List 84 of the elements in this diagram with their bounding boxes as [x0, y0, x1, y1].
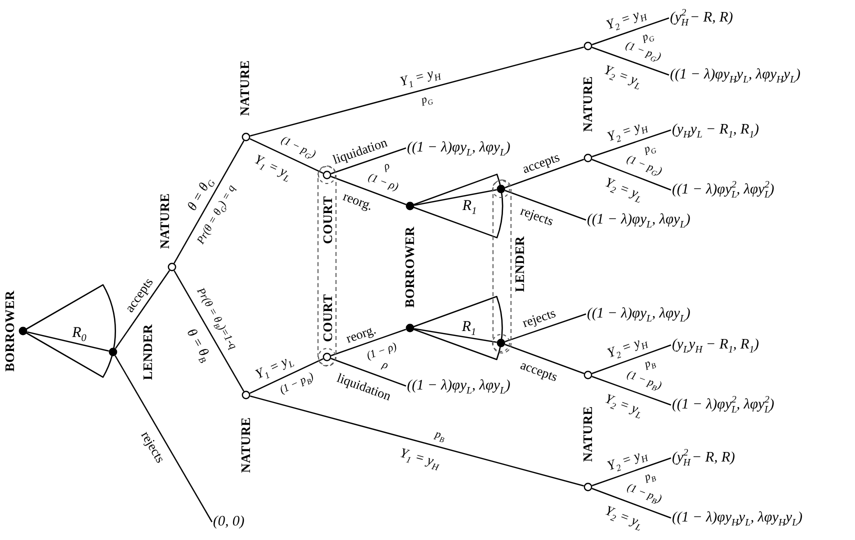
payoff-label: ((1 − λ)φy$_{L}$$^{2}$, λφy$_{L}$$^{2}$) — [672, 182, 774, 198]
branch-line — [504, 344, 584, 374]
edge-label: R$_{1}$ — [462, 199, 477, 215]
edge-label: accepts — [520, 150, 562, 176]
player-label: COURT — [321, 294, 335, 342]
edge-label: rejects — [519, 204, 556, 228]
player-label: NATURE — [238, 60, 252, 116]
probability-label: ρ — [380, 360, 389, 373]
player-label: NATURE — [158, 193, 172, 249]
probability-label: p$_{G}$ — [420, 93, 434, 108]
payoff-label: ((1 − λ)φy$_{L}$, λφy$_{L}$) — [587, 212, 690, 228]
payoff-label: (y$_{H}$$^{2}$ − R, R) — [670, 10, 734, 26]
player-label: LENDER — [513, 236, 527, 292]
payoff-label: (y$_{H}$$^{2}$ − R, R) — [672, 450, 736, 466]
player-label: COURT — [321, 196, 335, 244]
probability-label: (1 − p$_{B}$) — [625, 482, 663, 506]
branch-line — [174, 270, 244, 392]
branch-line — [592, 488, 672, 519]
edge-label: R$_{0}$ — [72, 326, 86, 342]
chance-node — [241, 390, 251, 400]
branch-line — [330, 176, 406, 206]
payoff-label: (y$_{H}$y$_{L}$ − R$_{1}$, R$_{1}$) — [672, 122, 759, 138]
edge-label: accepts — [518, 358, 560, 384]
probability-label: p$_{G}$ — [642, 142, 657, 156]
player-label: BORROWER — [403, 226, 417, 308]
player-label: NATURE — [581, 76, 595, 132]
chance-node — [583, 153, 593, 163]
branch-line — [114, 270, 170, 349]
branch-line — [592, 344, 672, 374]
information-set — [316, 163, 338, 369]
chance-node — [583, 370, 593, 380]
decision-node — [18, 326, 28, 336]
branch-line — [504, 313, 586, 342]
probability-label: (1 − p$_{G}$) — [624, 154, 664, 178]
decision-node — [496, 184, 506, 194]
payoff-label: ((1 − λ)φy$_{L}$, λφy$_{L}$) — [587, 306, 690, 322]
probability-label: (1 − p$_{B}$) — [625, 370, 663, 393]
probability-label: ρ — [382, 160, 392, 174]
branch-line — [250, 138, 324, 174]
payoff-label: ((1 − λ)φy$_{L}$, λφy$_{L}$) — [407, 140, 510, 156]
branch-line — [330, 328, 406, 356]
branch-line — [504, 158, 584, 188]
branch-line — [592, 158, 672, 191]
branch-line — [504, 190, 586, 221]
chance-node — [322, 170, 332, 180]
branch-line — [592, 129, 672, 158]
chance-node — [583, 41, 593, 51]
chance-node — [167, 262, 177, 272]
player-label: LENDER — [141, 324, 155, 380]
branch-line — [330, 358, 406, 387]
probability-label: p$_{B}$ — [643, 470, 656, 484]
payoff-label: ((1 − λ)φy$_{L}$$^{2}$, λφy$_{L}$$^{2}$) — [672, 397, 774, 413]
player-label: NATURE — [239, 417, 253, 473]
branch-line — [414, 189, 497, 206]
branch-line — [330, 147, 406, 174]
edge-label: R$_{1}$ — [462, 320, 476, 336]
probability-label: p$_{G}$ — [641, 30, 656, 44]
player-label: BORROWER — [3, 290, 17, 372]
chance-node — [583, 482, 593, 492]
branch-line — [592, 376, 672, 406]
edge-label: rejects — [520, 306, 558, 330]
payoff-label: ((1 − λ)φy$_{H}$y$_{L}$, λφy$_{H}$y$_{L}$) — [672, 510, 802, 526]
branch-line — [250, 396, 584, 486]
branch-line — [250, 358, 324, 394]
player-label: NATURE — [581, 406, 595, 462]
probability-label: p$_{B}$ — [643, 357, 657, 372]
payoff-label: (y$_{L}$y$_{H}$ − R$_{1}$, R$_{1}$) — [672, 337, 759, 353]
branch-line — [592, 17, 670, 46]
probability-label: (1 − p$_{G}$) — [279, 135, 318, 162]
branch-line — [592, 46, 670, 76]
decision-node — [496, 338, 506, 348]
chance-node — [241, 132, 251, 142]
branch-line — [592, 457, 672, 486]
payoff-label: ((1 − λ)φy$_{H}$y$_{L}$, λφy$_{H}$y$_{L}$) — [670, 67, 800, 83]
decision-node — [108, 347, 118, 357]
decision-node — [405, 201, 415, 211]
decision-node — [405, 323, 415, 333]
branch-line — [174, 140, 244, 264]
chance-node — [322, 352, 332, 362]
branch-line — [414, 328, 497, 343]
branch-line — [114, 355, 213, 522]
branch-line — [250, 46, 584, 136]
payoff-label: (0, 0) — [213, 514, 244, 530]
payoff-label: ((1 − λ)φy$_{L}$, λφy$_{L}$) — [407, 378, 510, 394]
